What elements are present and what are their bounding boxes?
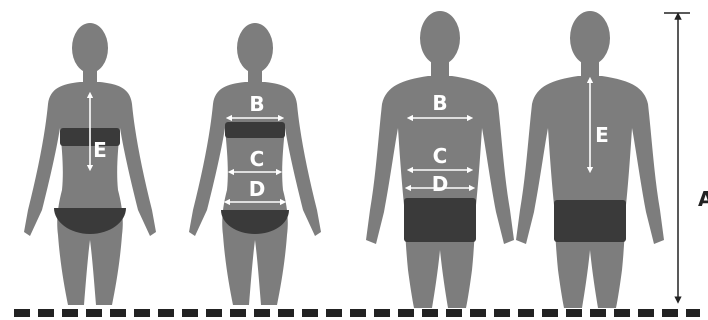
label-d-male: D xyxy=(432,172,449,196)
boxer-shorts xyxy=(554,200,626,242)
figure-male-front: B C D xyxy=(366,11,514,308)
boxer-shorts xyxy=(404,198,476,242)
figure-female-back: E xyxy=(24,23,156,305)
figure-male-back: E xyxy=(516,11,664,308)
label-b: B xyxy=(249,92,264,116)
label-d-female: D xyxy=(249,177,266,201)
label-e-male: E xyxy=(595,123,609,147)
label-b-male: B xyxy=(432,91,447,115)
label-c-male: C xyxy=(433,144,448,168)
label-e-female: E xyxy=(93,138,107,162)
figure-female-front: B C D xyxy=(189,23,321,305)
bra-band xyxy=(225,122,285,138)
label-c-female: C xyxy=(250,147,265,171)
label-a: A xyxy=(698,187,708,211)
